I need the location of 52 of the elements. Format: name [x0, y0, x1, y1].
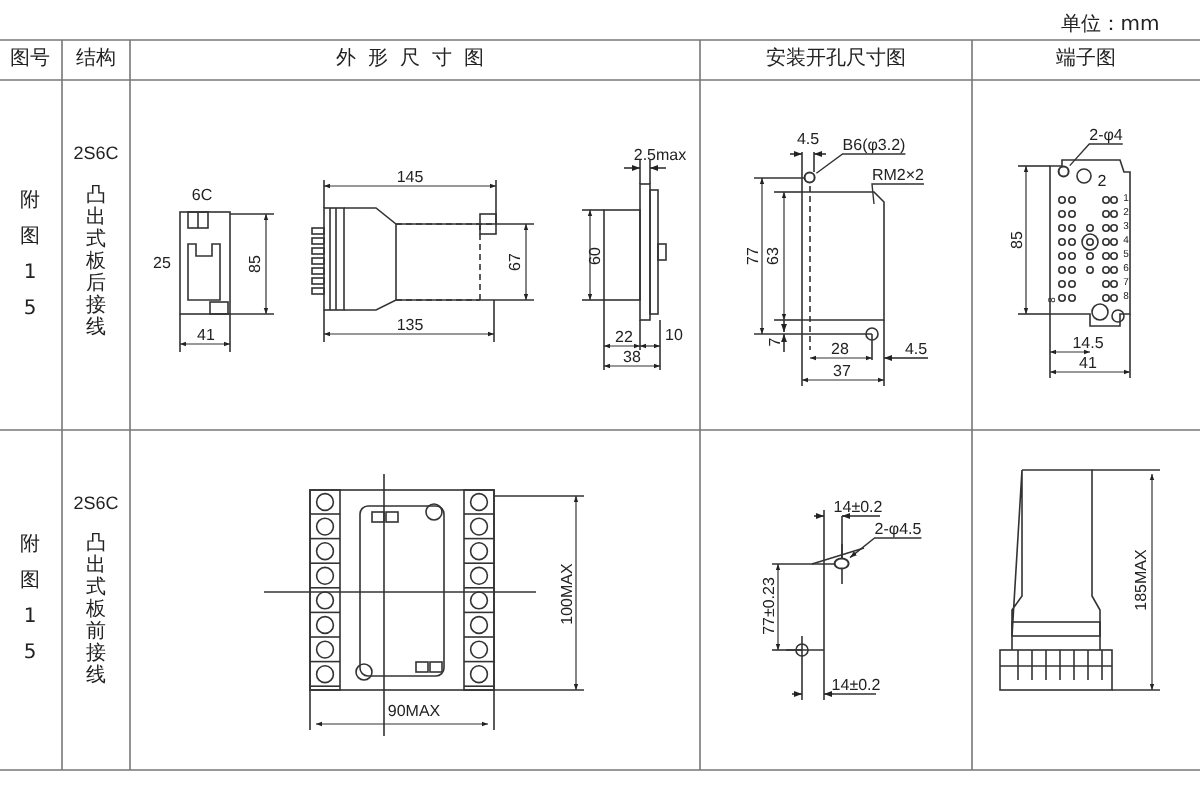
- dimension-label: 2.5max: [633, 148, 687, 164]
- column-header: 外形尺寸图: [336, 50, 496, 70]
- dimension-label: 7: [768, 337, 784, 347]
- case-type-label: 2S6C: [73, 495, 119, 513]
- column-header: 端子图: [1056, 50, 1116, 70]
- leader-label: 2-φ4.5: [874, 522, 922, 538]
- dimension-label: 90MAX: [387, 704, 441, 720]
- hole-circle: [1057, 165, 1071, 179]
- dimension-label: 85: [248, 255, 264, 273]
- figure-number: 附图15: [20, 532, 40, 668]
- hole-circle: [833, 557, 851, 571]
- dimension-label: 145: [396, 170, 424, 186]
- dimension-label: 100MAX: [560, 563, 576, 625]
- dimension-label: 67: [508, 253, 524, 271]
- dimension-label: 77: [746, 247, 762, 265]
- column-header: 图号: [10, 50, 50, 70]
- structure-description: 凸出式板前接线: [86, 533, 106, 687]
- leader-line: [1069, 143, 1124, 167]
- leader-line: [849, 537, 923, 559]
- dimension-label: 25: [153, 256, 171, 272]
- dimension-label: 4.5: [796, 132, 820, 148]
- dimension-label: 14±0.2: [833, 500, 883, 516]
- dimension-label: 10: [665, 328, 683, 344]
- leader-label: 2-φ4: [1089, 128, 1123, 144]
- dimension-label: 14±0.2: [831, 678, 881, 694]
- unit-label: 单位：mm: [1060, 16, 1160, 36]
- dimension-label: 77±0.23: [762, 577, 778, 635]
- dimension-label: 85: [1010, 231, 1026, 249]
- column-header: 结构: [76, 50, 116, 70]
- structure-description: 凸出式板后接线: [86, 185, 106, 339]
- hole-circle: [803, 171, 817, 185]
- figure-number: 附图15: [20, 188, 40, 324]
- dimension-label: 185MAX: [1134, 549, 1150, 611]
- leader-label: B6(φ3.2): [842, 138, 906, 154]
- dimension-label: 38: [623, 350, 641, 366]
- dimension-label: 135: [396, 318, 424, 334]
- dimension-label: 41: [1079, 356, 1097, 372]
- dimension-label: 60: [588, 247, 604, 265]
- dimension-label: 2: [1097, 174, 1107, 190]
- leader-line: [871, 183, 925, 205]
- dimension-label: 28: [831, 342, 849, 358]
- dimension-label: 4.5: [904, 342, 928, 358]
- dimension-label: 22: [615, 330, 633, 346]
- case-type-label: 2S6C: [73, 145, 119, 163]
- dimension-label: 37: [833, 364, 851, 380]
- dimension-label: 6C: [191, 188, 213, 204]
- dimension-label: 14.5: [1072, 336, 1104, 352]
- dimension-label: 41: [197, 328, 215, 344]
- column-header: 安装开孔尺寸图: [766, 50, 906, 70]
- leader-label: RM2×2: [872, 168, 924, 184]
- dimension-label: 63: [766, 247, 782, 265]
- leader-line: [815, 153, 907, 174]
